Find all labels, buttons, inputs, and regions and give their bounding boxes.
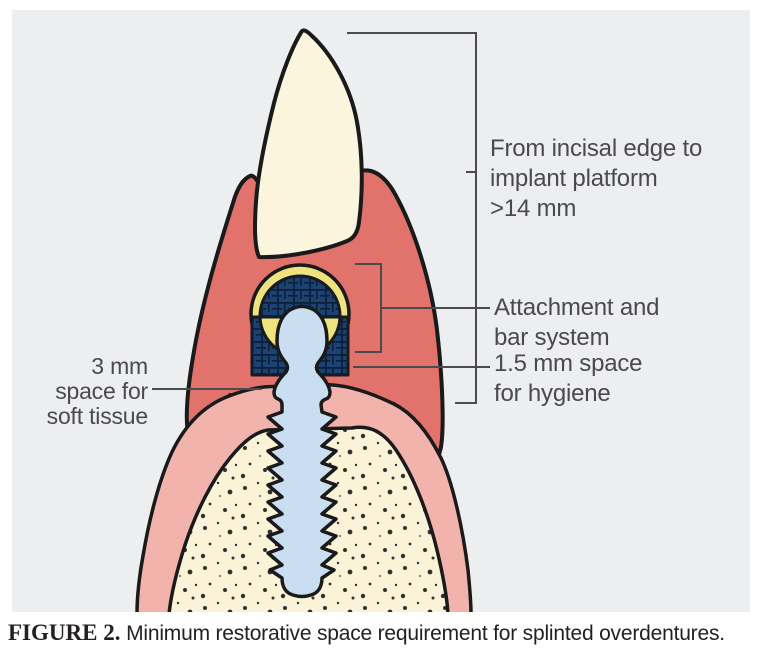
figure-caption-text: Minimum restorative space requirement fo… xyxy=(120,622,725,645)
figure-caption: FIGURE 2. Minimum restorative space requ… xyxy=(8,620,760,647)
label-soft-tissue-space: 3 mm space for soft tissue xyxy=(30,353,149,429)
label-incisal-line1: From incisal edge to xyxy=(490,135,703,162)
label-incisal-line3: >14 mm xyxy=(490,195,577,222)
implant-shape xyxy=(266,304,338,599)
label-attachment-line1: Attachment and xyxy=(494,294,660,321)
measurement-bracket xyxy=(347,32,477,404)
label-hygiene-space: 1.5 mm space for hygiene xyxy=(494,349,643,409)
crown-shape xyxy=(253,28,364,260)
label-incisal-height: From incisal edge to implant platform >1… xyxy=(490,134,702,224)
label-attachment-line2: bar system xyxy=(494,324,610,351)
label-attachment-bar: Attachment and bar system xyxy=(494,293,660,353)
label-incisal-line2: implant platform xyxy=(490,165,658,192)
label-hygiene-line1: 1.5 mm space xyxy=(494,350,643,377)
label-soft-tissue-line3: soft tissue xyxy=(46,403,149,429)
figure-caption-number: FIGURE 2. xyxy=(8,620,121,645)
label-hygiene-line2: for hygiene xyxy=(494,380,611,407)
label-soft-tissue-line1: 3 mm xyxy=(91,353,148,379)
label-soft-tissue-line2: space for xyxy=(55,378,148,404)
